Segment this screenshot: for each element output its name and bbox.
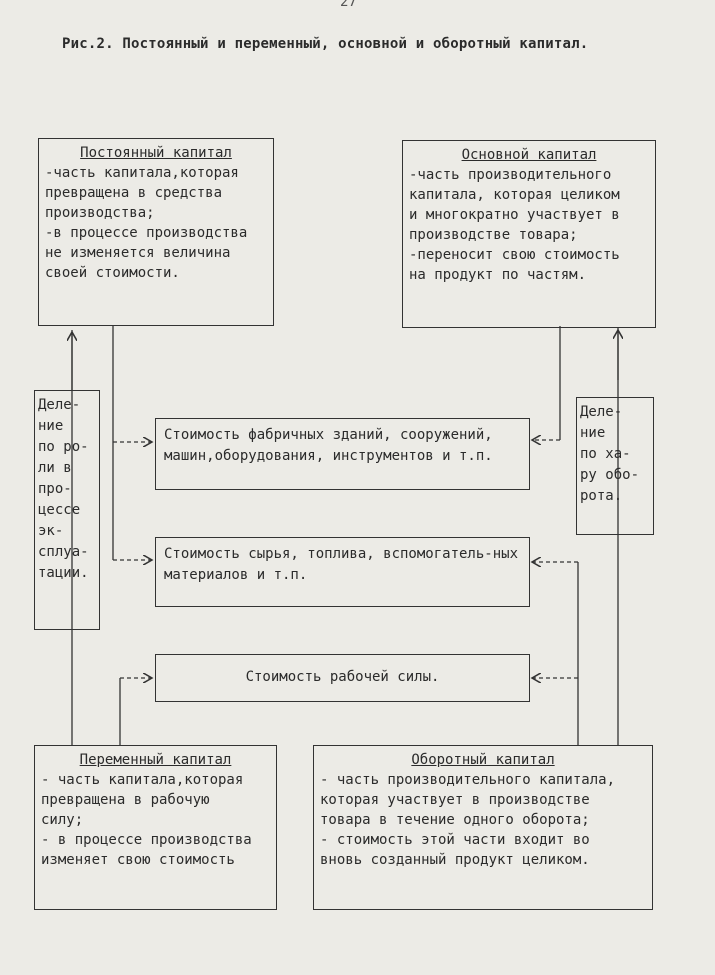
variable-line: силу;	[41, 812, 84, 828]
buildings-cost-box: Стоимость фабричных зданий, сооружений, …	[155, 418, 530, 490]
fixed-capital-box: Основной капитал -часть производительног…	[402, 140, 656, 328]
constant-capital-title: Постоянный капитал	[80, 145, 232, 161]
fixed-line: -переносит свою стоимость	[409, 247, 620, 263]
fixed-line: производстве товара;	[409, 227, 578, 243]
fixed-line: -часть производительного	[409, 167, 612, 183]
constant-capital-box: Постоянный капитал -часть капитала,котор…	[38, 138, 274, 326]
constant-line: -в процессе производства	[45, 225, 248, 241]
constant-line: производства;	[45, 205, 155, 221]
labor-cost-box: Стоимость рабочей силы.	[155, 654, 530, 702]
page-number: 27	[340, 0, 357, 10]
circulating-capital-title: Оборотный капитал	[411, 752, 555, 768]
fixed-line: и многократно участвует в	[409, 207, 620, 223]
variable-line: превращена в рабочую	[41, 792, 210, 808]
constant-line: своей стоимости.	[45, 265, 180, 281]
variable-line: - в процессе производства	[41, 832, 252, 848]
variable-line: изменяет свою стоимость	[41, 852, 235, 868]
circulating-line: товара в течение одного оборота;	[320, 812, 590, 828]
constant-line: -часть капитала,которая	[45, 165, 239, 181]
variable-capital-title: Переменный капитал	[79, 752, 232, 768]
variable-line: - часть капитала,которая	[41, 772, 244, 788]
fixed-line: на продукт по частям.	[409, 267, 587, 283]
circulating-line: - часть производительного капитала,	[320, 772, 616, 788]
figure-title: Рис.2. Постоянный и переменный, основной…	[62, 36, 589, 52]
right-side-label: Деле- ние по ха- ру обо- рота.	[576, 397, 654, 535]
fixed-capital-title: Основной капитал	[461, 147, 597, 163]
constant-line: не изменяется величина	[45, 245, 231, 261]
left-side-label: Деле- ние по ро- ли в про- цессе эк- спл…	[34, 390, 100, 630]
constant-line: превращена в средства	[45, 185, 223, 201]
circulating-line: вновь созданный продукт целиком.	[320, 852, 590, 868]
variable-capital-box: Переменный капитал - часть капитала,кото…	[34, 745, 277, 910]
materials-cost-box: Стоимость сырья, топлива, вспомогатель-н…	[155, 537, 530, 607]
circulating-line: которая участвует в производстве	[320, 792, 590, 808]
circulating-capital-box: Оборотный капитал - часть производительн…	[313, 745, 653, 910]
circulating-line: - стоимость этой части входит во	[320, 832, 590, 848]
fixed-line: капитала, которая целиком	[409, 187, 620, 203]
